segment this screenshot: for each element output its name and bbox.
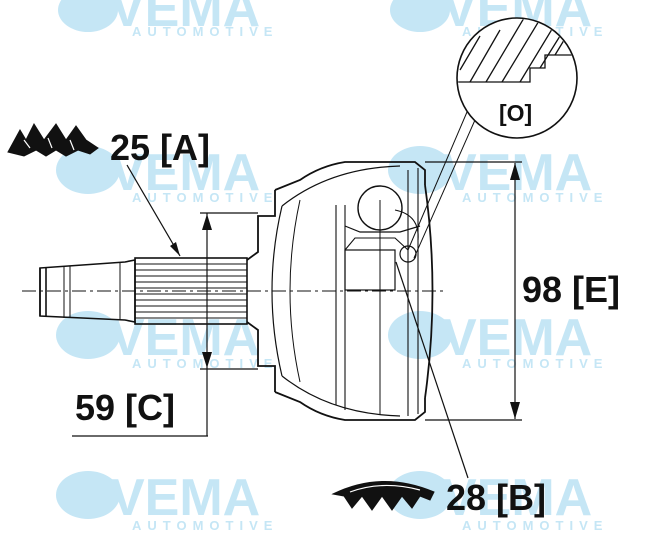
joint-body [246, 161, 434, 421]
dimension-b-label: 28 [B] [446, 477, 546, 518]
watermark-tagline: AUTOMOTIVE [132, 24, 278, 39]
inner-spline-teeth-icon [331, 481, 435, 511]
detail-leader-1 [407, 111, 468, 251]
dimension-a: 25 [A] [110, 127, 210, 257]
detail-o: [O] [456, 17, 578, 139]
watermark-tagline: AUTOMOTIVE [462, 356, 608, 371]
shaft-spline-lines [135, 263, 247, 319]
watermark-tagline: AUTOMOTIVE [132, 356, 278, 371]
watermark-tagline: AUTOMOTIVE [132, 518, 278, 533]
dimension-a-label: 25 [A] [110, 127, 210, 168]
watermark-tagline: AUTOMOTIVE [462, 190, 608, 205]
watermark-tagline: AUTOMOTIVE [462, 518, 608, 533]
shaft [39, 257, 248, 325]
watermark-tagline: AUTOMOTIVE [132, 190, 278, 205]
watermark-bottom-left: VEMA AUTOMOTIVE [56, 469, 278, 533]
watermark-center-right: VEMA AUTOMOTIVE [388, 309, 608, 371]
dimension-c [72, 212, 258, 437]
watermark-brand: VEMA [442, 469, 592, 527]
watermark-mid-left: VEMA AUTOMOTIVE [56, 144, 278, 205]
watermark-brand: VEMA [110, 144, 260, 202]
dimension-e [425, 161, 522, 421]
watermark-brand: VEMA [110, 0, 260, 38]
watermark-mid-right: VEMA AUTOMOTIVE [388, 144, 608, 205]
dimension-b: 28 [B] [395, 261, 546, 518]
dimension-e-label: 98 [E] [522, 269, 620, 310]
detail-o-label: [O] [499, 100, 532, 126]
watermark-brand: VEMA [110, 469, 260, 527]
watermark-top-left: VEMA AUTOMOTIVE [58, 0, 278, 39]
detail-leader-2 [413, 119, 476, 259]
watermark-brand: VEMA [442, 309, 592, 367]
outer-spline-teeth-icon [7, 122, 99, 157]
dimension-c-label: 59 [C] [75, 387, 175, 428]
